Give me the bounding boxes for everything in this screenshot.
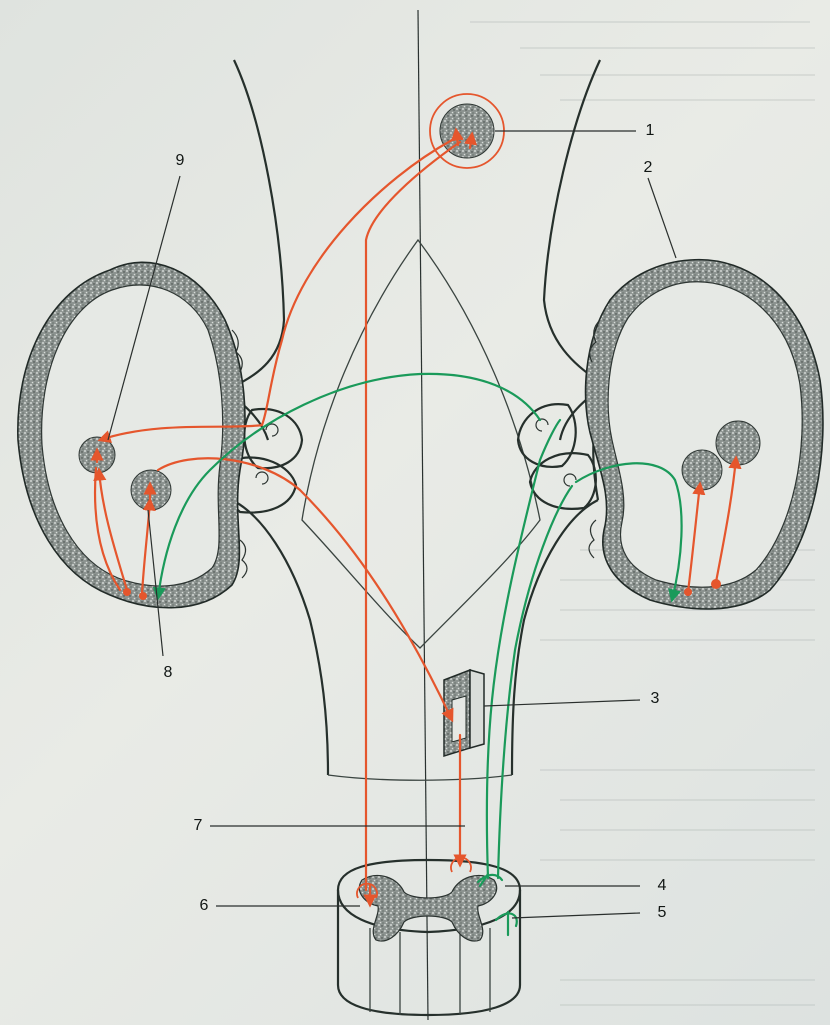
- left-cerebellar-hemisphere: [18, 262, 247, 607]
- right-nucleus-inner: [682, 450, 722, 490]
- brainstem-outline: [225, 60, 605, 780]
- label-8: 8: [164, 664, 173, 681]
- label-3: 3: [651, 690, 660, 707]
- label-2: 2: [644, 159, 653, 176]
- label-9: 9: [176, 152, 185, 169]
- label-5: 5: [658, 904, 667, 921]
- label-1: 1: [646, 122, 655, 139]
- olivary-block: [444, 670, 484, 756]
- label-4: 4: [658, 877, 667, 894]
- right-cerebellar-hemisphere: [586, 260, 823, 609]
- label-6: 6: [200, 897, 209, 914]
- label-7: 7: [194, 817, 203, 834]
- right-nucleus-outer: [716, 421, 760, 465]
- right-peduncles: [518, 404, 596, 509]
